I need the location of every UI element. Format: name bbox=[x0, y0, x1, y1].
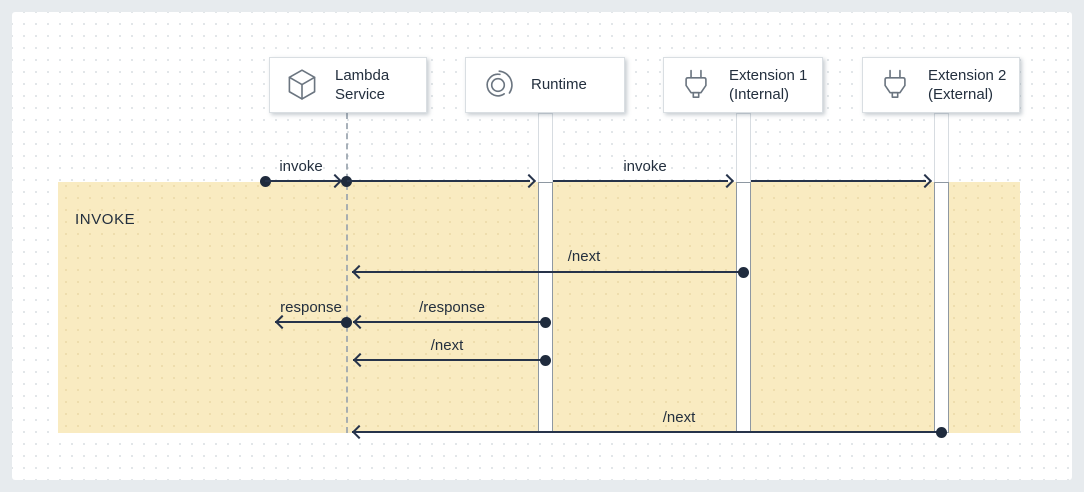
actor-label: Extension 2 (External) bbox=[928, 66, 1007, 104]
message-label: /next bbox=[567, 248, 601, 265]
phase-label: INVOKE bbox=[75, 211, 136, 228]
extension-1-lifeline-top bbox=[736, 113, 751, 183]
arrow-line bbox=[275, 321, 347, 323]
runtime-lifeline-top bbox=[538, 113, 553, 183]
arrow-line bbox=[265, 180, 342, 182]
arrow-line bbox=[553, 180, 728, 182]
arrow-line bbox=[352, 431, 941, 433]
cube-icon bbox=[282, 65, 322, 105]
arrow-line bbox=[347, 180, 530, 182]
actor-extension-1: Extension 1 (Internal) bbox=[663, 57, 823, 113]
origin-dot bbox=[540, 355, 551, 366]
message-label: /next bbox=[662, 409, 696, 426]
extension-1-activation-bar bbox=[736, 182, 751, 433]
arrow-line bbox=[353, 321, 546, 323]
origin-dot bbox=[936, 427, 947, 438]
message-label: invoke bbox=[279, 158, 323, 175]
runtime-cycle-icon bbox=[478, 65, 518, 105]
runtime-activation-bar bbox=[538, 182, 553, 433]
actor-label: Runtime bbox=[531, 76, 587, 94]
message-label: response bbox=[280, 299, 342, 316]
message-label: invoke bbox=[623, 158, 667, 175]
origin-dot bbox=[738, 267, 749, 278]
lambda-service-lifeline bbox=[346, 113, 348, 433]
arrow-line bbox=[353, 359, 546, 361]
plug-icon bbox=[676, 65, 716, 105]
actor-extension-2: Extension 2 (External) bbox=[862, 57, 1020, 113]
origin-dot bbox=[540, 317, 551, 328]
arrow-line bbox=[352, 271, 743, 273]
lifeline-dot bbox=[341, 176, 352, 187]
arrow-line bbox=[751, 180, 926, 182]
actor-label: Extension 1 (Internal) bbox=[729, 66, 808, 104]
actor-lambda-service: Lambda Service bbox=[269, 57, 427, 113]
actor-label: Lambda Service bbox=[335, 66, 390, 104]
message-label: /response bbox=[419, 299, 485, 316]
message-label: /next bbox=[430, 337, 464, 354]
extension-2-lifeline-top bbox=[934, 113, 949, 183]
actor-runtime: Runtime bbox=[465, 57, 625, 113]
plug-icon bbox=[875, 65, 915, 105]
extension-2-activation-bar bbox=[934, 182, 949, 433]
origin-dot bbox=[341, 317, 352, 328]
